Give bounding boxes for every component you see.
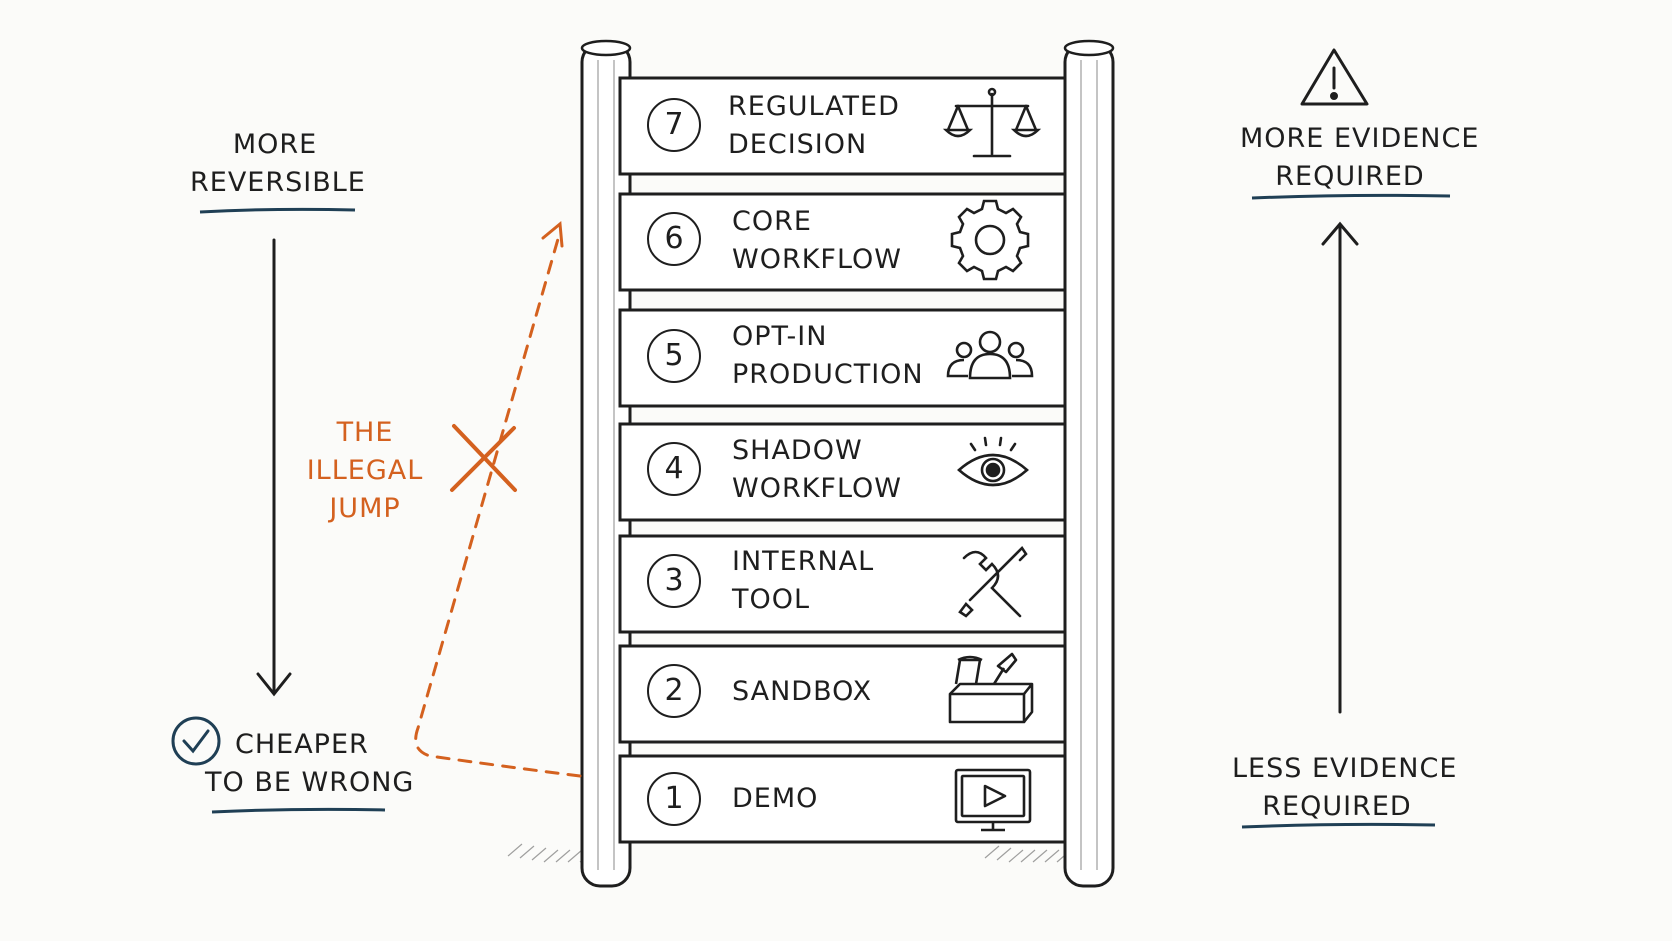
gear-icon <box>950 199 1030 281</box>
rung-7-line-1: REGULATED <box>728 91 900 122</box>
rung-4-line-1: SHADOW <box>732 435 863 466</box>
sandbox-icon <box>948 652 1034 724</box>
illegal-jump-line-2: ILLEGAL <box>306 455 424 486</box>
more-reversible-line-2: REVERSIBLE <box>190 167 366 198</box>
check-circle-icon <box>171 716 221 766</box>
rung-number-7: 7 <box>647 98 701 152</box>
ladder-right-rail <box>1063 39 1115 888</box>
rung-label-3: INTERNAL TOOL <box>732 543 874 619</box>
cross-icon <box>450 424 517 492</box>
rung-5-line-2: PRODUCTION <box>732 359 924 390</box>
arrow-down-icon <box>256 238 292 697</box>
underline-more-reversible <box>199 207 356 214</box>
people-icon <box>946 330 1034 380</box>
illegal-jump-line-3: JUMP <box>329 493 401 524</box>
cheaper-line-1: CHEAPER <box>235 729 369 760</box>
illegal-jump-line-1: THE <box>336 417 394 448</box>
rung-label-1: DEMO <box>732 780 818 818</box>
illegal-jump-arrow <box>414 221 582 778</box>
more-evidence-line-2: REQUIRED <box>1275 161 1425 192</box>
rung-5-line-1: OPT-IN <box>732 321 828 352</box>
less-evidence-label: LESS EVIDENCE REQUIRED <box>1232 750 1458 826</box>
underline-less-evidence <box>1241 822 1436 829</box>
underline-more-evidence <box>1251 193 1451 200</box>
underline-cheaper <box>211 807 386 814</box>
rung-6-line-2: WORKFLOW <box>732 244 902 275</box>
more-reversible-line-1: MORE <box>232 129 318 160</box>
rung-7-line-2: DECISION <box>728 129 868 160</box>
rung-label-5: OPT-IN PRODUCTION <box>732 318 924 394</box>
more-evidence-line-1: MORE EVIDENCE <box>1240 123 1480 154</box>
cheaper-to-be-wrong-label: CHEAPER TO BE WRONG <box>205 726 415 802</box>
rung-label-6: CORE WORKFLOW <box>732 203 902 279</box>
rung-number-4: 4 <box>647 442 701 496</box>
rung-1-line-1: DEMO <box>732 783 819 814</box>
rung-3-line-1: INTERNAL <box>732 546 875 577</box>
cheaper-line-2: TO BE WRONG <box>205 767 415 798</box>
rung-3-line-2: TOOL <box>732 584 811 615</box>
less-evidence-line-1: LESS EVIDENCE <box>1232 753 1458 784</box>
arrow-up-icon <box>1321 221 1359 714</box>
rung-label-4: SHADOW WORKFLOW <box>732 432 902 508</box>
monitor-play-icon <box>954 768 1032 832</box>
rung-label-7: REGULATED DECISION <box>728 88 900 164</box>
rung-number-6: 6 <box>647 212 701 266</box>
warning-icon <box>1300 48 1369 106</box>
rung-2-line-1: SANDBOX <box>732 676 873 707</box>
rung-label-2: SANDBOX <box>732 673 872 711</box>
scales-icon <box>942 87 1042 158</box>
rung-number-5: 5 <box>647 329 701 383</box>
rung-number-2: 2 <box>647 664 701 718</box>
more-evidence-label: MORE EVIDENCE REQUIRED <box>1240 120 1480 196</box>
ladder-left-rail <box>580 39 632 888</box>
more-reversible-label: MORE REVERSIBLE <box>190 126 366 202</box>
rung-number-3: 3 <box>647 554 701 608</box>
rung-4-line-2: WORKFLOW <box>732 473 902 504</box>
illegal-jump-label: THE ILLEGAL JUMP <box>305 414 425 528</box>
rung-number-1: 1 <box>647 772 701 826</box>
tools-icon <box>958 545 1028 618</box>
less-evidence-line-2: REQUIRED <box>1262 791 1412 822</box>
eye-icon <box>957 436 1029 487</box>
rung-6-line-1: CORE <box>732 206 812 237</box>
